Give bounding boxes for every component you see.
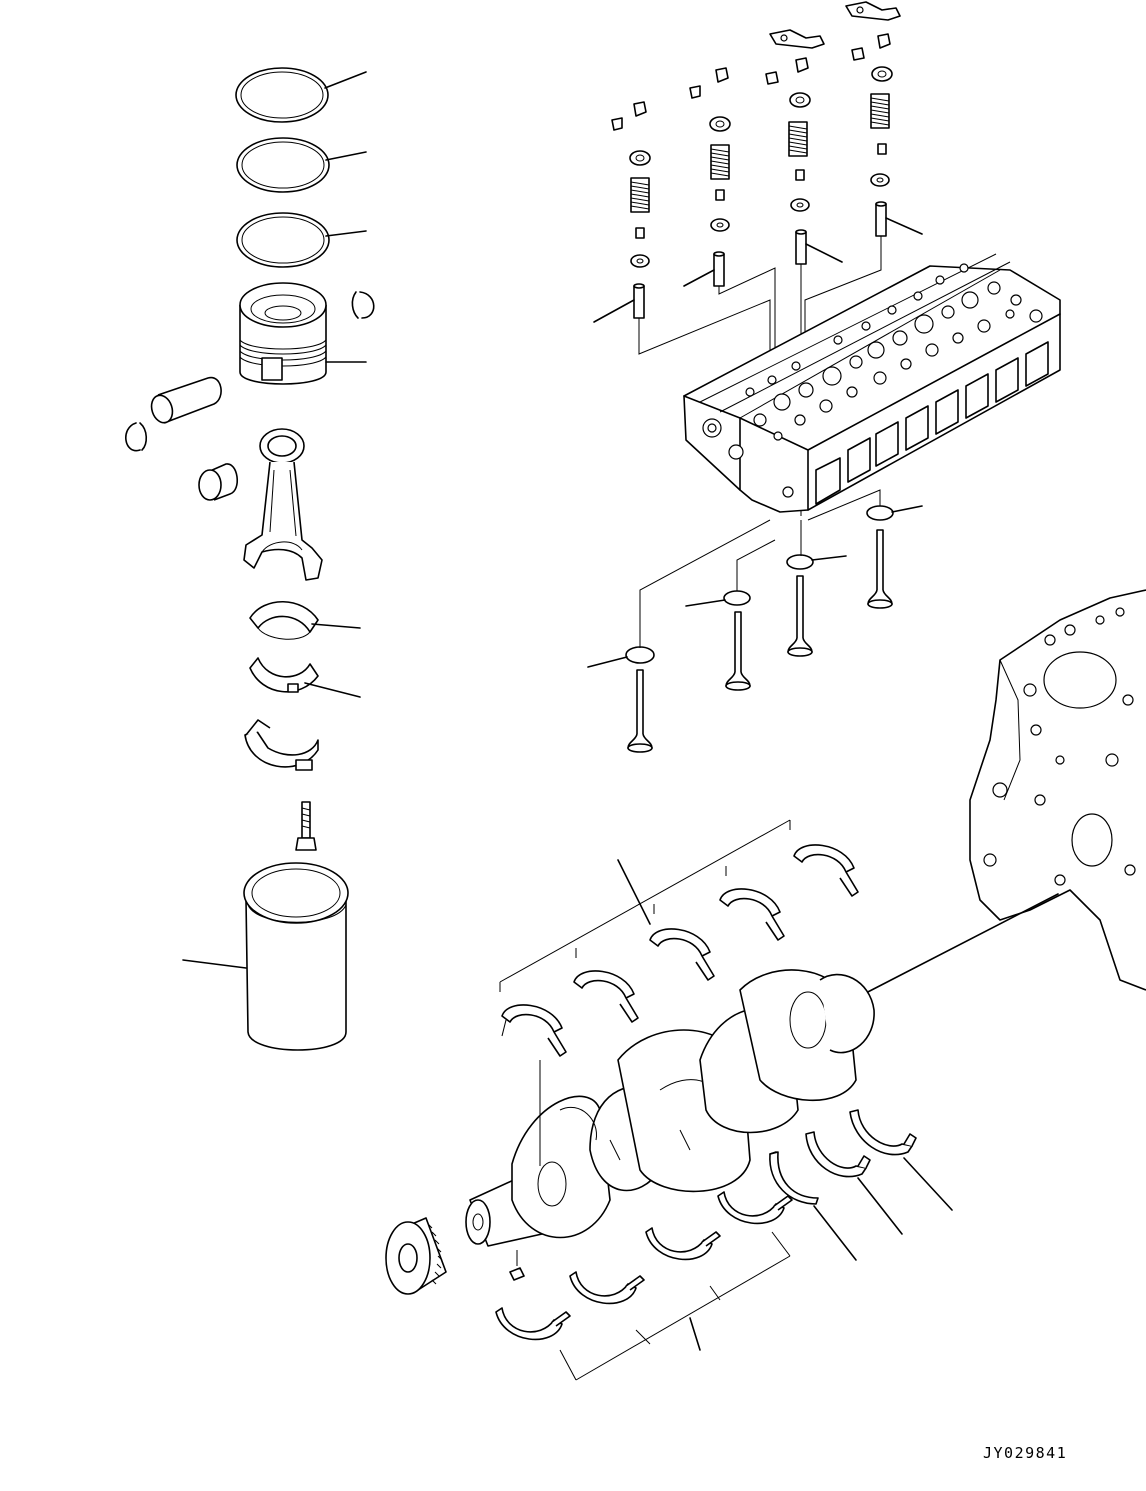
main-bearing-lower-row [496, 1192, 792, 1339]
valve-leaders [640, 490, 880, 648]
cylinder-block-partial [970, 590, 1146, 990]
valve-guide-row [594, 202, 922, 322]
valve-seat-insert-row [588, 506, 922, 667]
piston [240, 283, 366, 384]
drawing-code: JY029841 [983, 1444, 1067, 1462]
con-rod-bolt [296, 802, 316, 850]
valve-spring-retainer-row [630, 67, 892, 165]
piston-snap-ring-lower [126, 423, 146, 451]
piston-snap-ring-upper [352, 292, 373, 318]
valve-spring-row [631, 94, 889, 212]
con-rod-cap [245, 720, 318, 770]
cylinder-head [684, 254, 1060, 512]
piston-ring-oil [237, 213, 366, 267]
con-rod-bearing-lower [250, 658, 360, 697]
valve-stem-seal-row [636, 144, 886, 238]
small-end-bushing [199, 464, 237, 500]
main-bearing-upper-bracket [500, 820, 790, 992]
valve-keeper-row [612, 34, 890, 130]
cylinder-liner [183, 863, 348, 1050]
piston-ring-top [236, 68, 366, 122]
main-bearing-lower-bracket [560, 1232, 790, 1380]
spring-seat-washer-row [631, 174, 889, 267]
piston-ring-second [237, 138, 366, 192]
main-bearing-upper-row [502, 845, 858, 1056]
piston-pin [148, 378, 221, 426]
woodruff-key [510, 1250, 524, 1280]
thrust-washer-row [770, 1110, 952, 1260]
connecting-rod [244, 429, 322, 580]
crankshaft-gear [386, 1218, 446, 1294]
rocker-arm-2 [846, 2, 900, 20]
rocker-arm-1 [770, 30, 824, 48]
crankshaft [466, 894, 1058, 1246]
valve-row [628, 530, 892, 752]
con-rod-bearing-upper [250, 602, 360, 640]
